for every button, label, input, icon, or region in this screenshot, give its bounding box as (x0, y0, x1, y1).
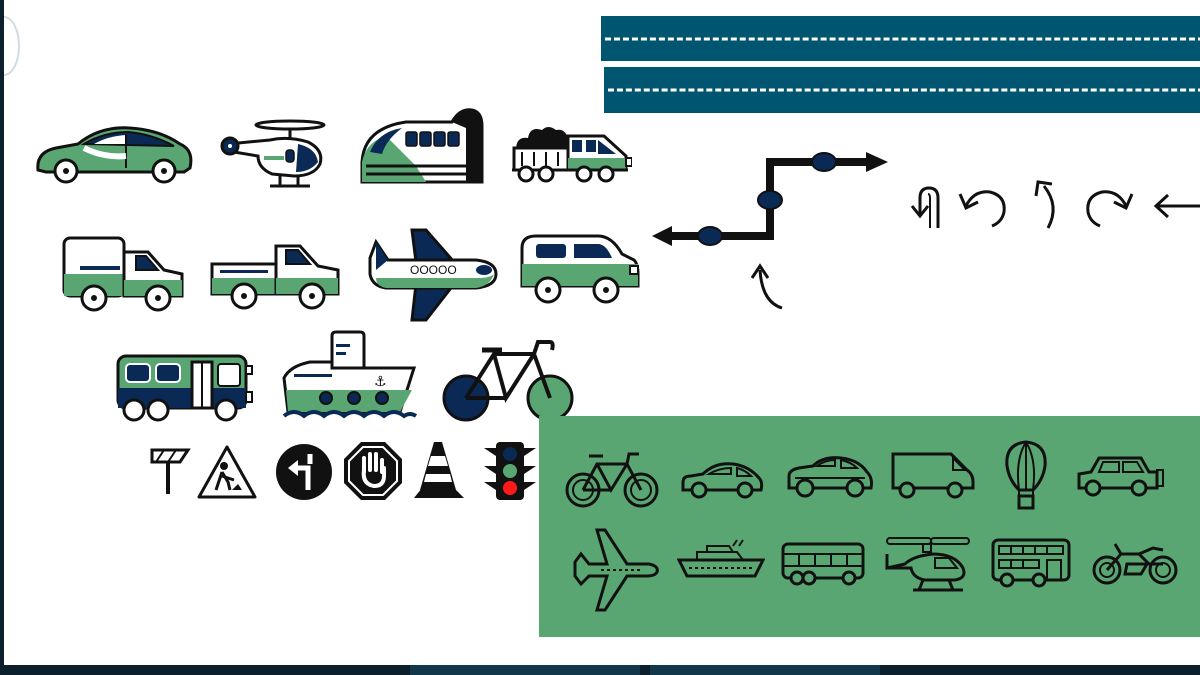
outline-icon-panel (539, 416, 1200, 637)
pickup-icon (210, 244, 340, 310)
suv-outline-icon (787, 456, 873, 498)
left-arrow-icon (1153, 193, 1200, 219)
road-sign-icon (150, 448, 191, 494)
car-icon (36, 126, 193, 184)
helicopter-outline-icon (885, 537, 970, 592)
road-strip-bottom (604, 67, 1200, 113)
curved-left-arrow-icon (1034, 180, 1055, 229)
u-turn-arrow-icon (910, 186, 940, 228)
redo-arrow-icon (1086, 190, 1134, 228)
airplane-icon: OOOOO (368, 228, 498, 322)
airplane-windows: OOOOO (410, 263, 457, 277)
anchor-glyph: ⚓ (374, 374, 387, 390)
balloon-outline-icon (1005, 440, 1047, 510)
ship-outline-icon (677, 539, 765, 578)
turn-left-sign-icon (276, 444, 332, 500)
double-decker-outline-icon (991, 538, 1071, 588)
airplane-outline-icon (573, 528, 659, 612)
ship-icon: ⚓ (282, 330, 418, 419)
train-icon (512, 127, 632, 183)
bicycle-outline-icon (565, 452, 659, 508)
construction-sign-icon (197, 445, 257, 499)
bottom-bar (0, 665, 1200, 675)
jeep-outline-icon (1077, 456, 1164, 497)
helicopter-icon (220, 119, 326, 188)
truck-icon (62, 236, 184, 312)
van-icon (520, 234, 640, 304)
decorative-ring (4, 16, 20, 76)
motorcycle-outline-icon (1092, 543, 1178, 585)
stop-hand-sign-icon (344, 442, 402, 500)
slide-canvas: OOOOO ⚓ (4, 0, 1200, 665)
bus-icon (116, 354, 253, 422)
traffic-cone-icon (414, 442, 464, 498)
bullet-train-icon (360, 108, 484, 184)
undo-arrow-icon (958, 190, 1006, 228)
bus-outline-icon (781, 542, 865, 586)
car-outline-icon (681, 462, 764, 499)
van-outline-icon (891, 452, 975, 499)
route-path-icon (652, 152, 888, 246)
bicycle-icon (442, 340, 574, 422)
curved-up-arrow-icon (750, 263, 783, 310)
road-strip-top (601, 16, 1200, 61)
traffic-light-icon (484, 442, 536, 500)
